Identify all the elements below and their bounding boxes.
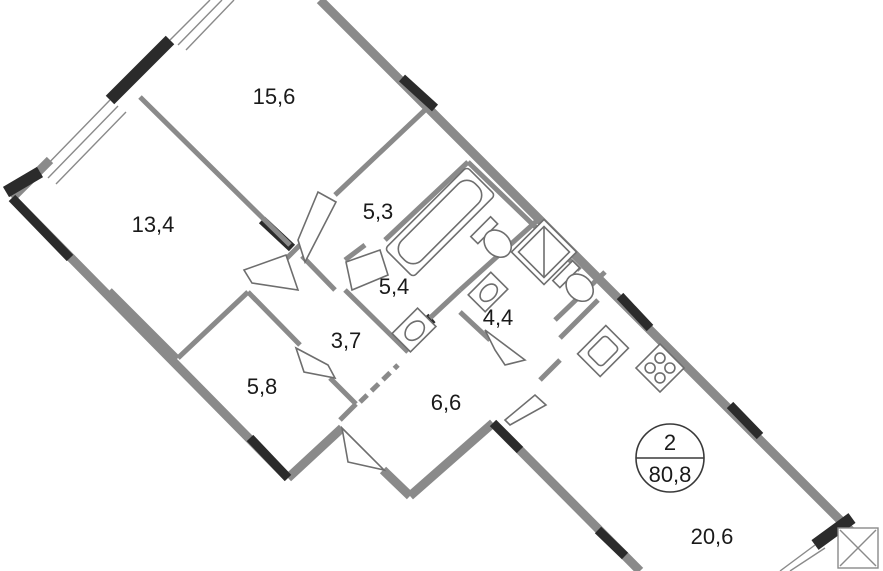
window-bed-left: [39, 99, 127, 185]
exterior-wall-bottom-d: [379, 466, 414, 500]
room-area-corridor-upper: 5,3: [363, 199, 394, 224]
door-entrance: [340, 425, 387, 472]
wall-bath-bottom: [428, 288, 462, 320]
wall-storage-bottom: [328, 376, 358, 406]
window-kitchen: [779, 527, 879, 571]
sink-icon: [390, 306, 438, 354]
column-4: [246, 434, 292, 482]
window-bed-top: [169, 0, 235, 51]
room-area-bathroom: 5,4: [379, 274, 410, 299]
doors: [242, 190, 548, 472]
wall-hall-partition: [300, 254, 337, 292]
room-labels: 15,6 13,4 5,3 5,4 4,4 3,7 5,8 6,6 20,6: [132, 84, 734, 549]
room-area-bedroom-left: 13,4: [132, 212, 175, 237]
room-area-kitchen-living: 20,6: [691, 524, 734, 549]
door-storage: [294, 346, 337, 380]
interior-walls: [108, 95, 607, 422]
wall-entrance-stub: [343, 243, 367, 262]
room-area-toilet: 4,4: [483, 305, 514, 330]
door-bath: [345, 248, 389, 292]
shower-icon: [510, 218, 578, 286]
door-bed-top: [297, 190, 338, 265]
wall-storage-top: [176, 290, 250, 360]
wall-bath-left: [343, 288, 410, 354]
toilet-icon: [469, 215, 513, 259]
wall-bed-top-bottom: [138, 95, 292, 247]
wall-storage-left: [108, 288, 180, 360]
outer-walls: [8, 0, 859, 571]
column-1: [105, 35, 175, 105]
summary-total-area: 80,8: [649, 462, 692, 487]
exterior-wall-bottom-b: [407, 419, 496, 500]
bathtub-icon: [385, 167, 495, 277]
door-kitchen: [503, 393, 548, 426]
column-10: [489, 419, 524, 454]
wc-toilet-icon: [551, 259, 595, 303]
stove-icon: [634, 342, 686, 394]
exterior-wall-bottom-a: [284, 424, 346, 482]
summary-badge: 2 80,8: [635, 423, 705, 493]
fixtures: [385, 167, 686, 394]
wall-toilet-right: [558, 298, 600, 340]
room-area-hall: 3,7: [331, 328, 362, 353]
windows: [39, 0, 879, 571]
kitchen-sink-icon: [576, 324, 630, 378]
column-5: [398, 74, 439, 112]
column-3: [8, 194, 74, 262]
wc-sink-icon: [467, 271, 509, 313]
door-bed-left: [242, 253, 300, 291]
column-9: [726, 401, 764, 440]
column-2: [2, 166, 44, 198]
room-area-bedroom-top: 15,6: [253, 84, 296, 109]
room-area-storage: 5,8: [247, 374, 278, 399]
column-12: [811, 513, 856, 550]
column-11: [594, 526, 629, 560]
wall-bath-top: [383, 160, 470, 242]
wall-storage-right: [246, 290, 302, 347]
wall-toilet-bottom: [538, 358, 562, 382]
wall-toilet-left: [458, 310, 492, 342]
door-toilet: [484, 329, 527, 366]
summary-rooms-count: 2: [664, 430, 676, 455]
entrance-threshold: [358, 363, 400, 404]
column-8: [616, 292, 654, 332]
room-area-entrance: 6,6: [431, 390, 462, 415]
wall-bed-top-right: [333, 108, 427, 197]
wall-entrance-left: [338, 402, 358, 422]
